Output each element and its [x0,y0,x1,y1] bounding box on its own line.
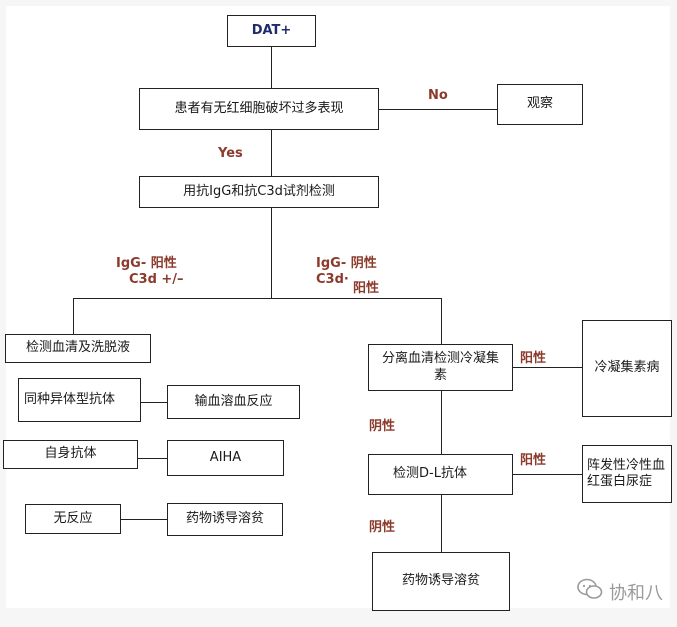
node-cold-agglutinin-disease: 冷凝集素病 [582,320,672,417]
connector [513,474,582,475]
connector [73,298,74,334]
connector [271,130,272,176]
connector [271,208,272,298]
node-observe: 观察 [497,84,583,125]
node-hemolysis-check: 患者有无红细胞破坏过多表现 [139,88,379,130]
node-aiha: AIHA [167,440,284,476]
watermark-text: 协和八 [609,582,663,604]
connector [271,47,272,88]
label-no: No [428,88,448,103]
label-igg-negative: IgG- 阴性 [316,256,377,271]
connector [121,519,167,520]
node-dl-antibody-test: 检测D-L抗体 [368,454,513,495]
node-pch: 阵发性冷性血红蛋白尿症 [582,445,672,503]
label-c3d-variable: C3d +/– [129,272,184,287]
node-drug-induced-left: 药物诱导溶贫 [167,503,283,536]
node-cold-agglutinin-test: 分离血清检测冷凝集素 [368,344,513,391]
label-positive-dl: 阳性 [520,453,547,468]
label-c3d-positive: 阳性 [353,281,380,296]
label-yes: Yes [218,146,243,161]
label-positive-cold: 阳性 [520,351,547,366]
connector [379,109,497,110]
node-serum-eluate: 检测血清及洗脱液 [5,334,151,363]
label-igg-positive: IgG- 阳性 [116,256,177,271]
wechat-icon [577,578,603,605]
label-negative-cold: 阴性 [369,419,396,434]
connector [73,298,442,299]
node-alloantibody: 同种异体型抗体 [18,378,141,422]
node-reagent-test: 用抗IgG和抗C3d试剂检测 [139,176,379,208]
connector [138,458,167,459]
node-no-reaction: 无反应 [25,504,121,534]
node-autoantibody: 自身抗体 [3,440,138,469]
label-negative-dl: 阴性 [369,520,396,535]
watermark: 协和八 [577,578,663,605]
connector [441,391,442,454]
node-transfusion-reaction: 输血溶血反应 [167,385,300,419]
node-dat-positive: DAT+ [227,15,316,47]
connector [513,367,582,368]
connector [441,298,442,344]
connector [141,402,167,403]
node-drug-induced-right: 药物诱导溶贫 [372,552,510,611]
label-c3d: C3d· [316,272,349,287]
connector [441,495,442,552]
